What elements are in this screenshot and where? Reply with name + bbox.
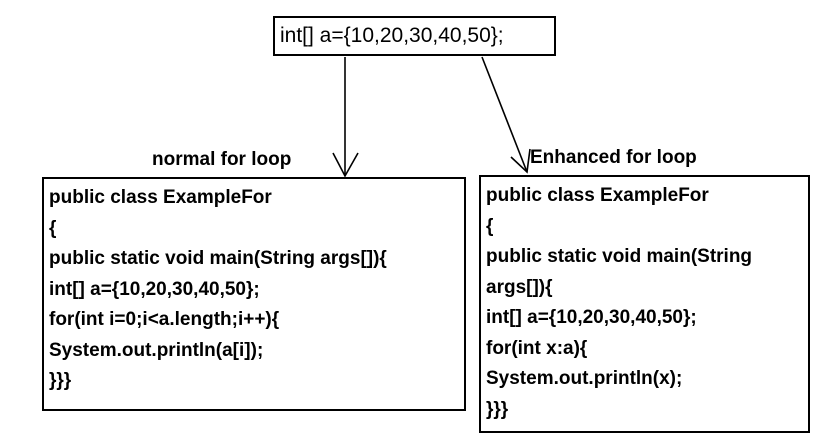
code-line: { bbox=[49, 217, 57, 239]
code-line: int[] a={10,20,30,40,50}; bbox=[486, 307, 697, 328]
array-declaration-box: int[] a={10,20,30,40,50}; bbox=[273, 16, 556, 56]
code-line: }}} bbox=[49, 370, 72, 391]
code-line: { bbox=[486, 215, 494, 237]
code-line: public static void main(String args[]){ bbox=[49, 248, 387, 269]
code-line: public static void main(String bbox=[486, 246, 753, 267]
code-line: System.out.println(x); bbox=[486, 368, 683, 389]
enhanced-for-loop-code-box: public class ExampleFor { public static … bbox=[479, 175, 810, 433]
right-arrow-head bbox=[510, 148, 531, 174]
code-line: args[]){ bbox=[486, 276, 553, 298]
left-arrow-head bbox=[332, 152, 359, 178]
code-line: public class ExampleFor bbox=[49, 187, 272, 208]
code-line: public class ExampleFor bbox=[486, 185, 709, 206]
enhanced-for-loop-caption: Enhanced for loop bbox=[530, 147, 697, 168]
code-line: for(int i=0;i<a.length;i++){ bbox=[49, 309, 280, 330]
normal-for-loop-code-box: public class ExampleFor { public static … bbox=[42, 177, 466, 411]
code-line: int[] a={10,20,30,40,50}; bbox=[49, 278, 260, 300]
code-line: System.out.println(a[i]); bbox=[49, 339, 264, 361]
normal-for-loop-caption: normal for loop bbox=[152, 149, 292, 170]
code-line: for(int x:a){ bbox=[486, 337, 588, 359]
right-arrow-shaft bbox=[481, 56, 528, 173]
array-declaration-code: int[] a={10,20,30,40,50}; bbox=[280, 24, 504, 47]
code-line: }}} bbox=[486, 398, 509, 420]
